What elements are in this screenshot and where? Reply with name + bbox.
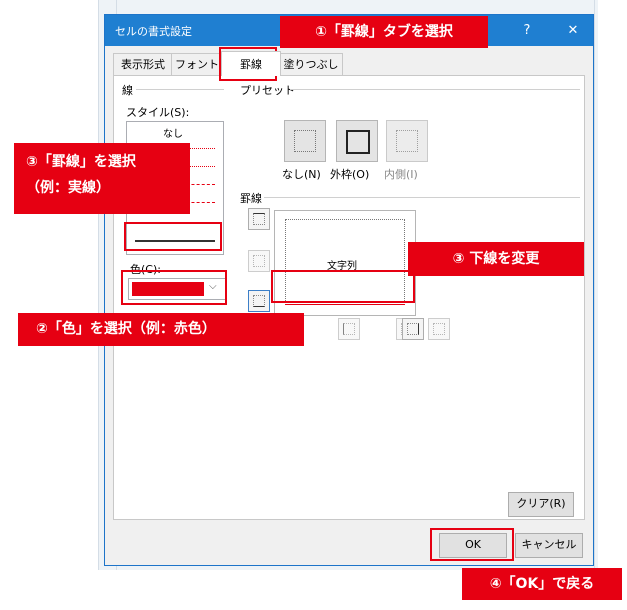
preset-none-label: なし(N) <box>282 168 321 181</box>
preview-text: 文字列 <box>327 261 357 272</box>
border-left-button[interactable] <box>338 318 360 340</box>
chevron-down-icon: ⌵ <box>209 281 217 292</box>
clear-button[interactable]: クリア(R) <box>508 492 574 517</box>
tab-number-format[interactable]: 表示形式 <box>113 53 173 76</box>
color-label: 色(C): <box>130 263 161 276</box>
preset-inside-label: 内側(I) <box>384 168 418 181</box>
preset-inside-icon <box>396 130 418 152</box>
tab-font[interactable]: フォント <box>171 53 223 76</box>
border-bottom-button[interactable] <box>248 290 270 312</box>
line-style-none[interactable]: なし <box>163 129 183 140</box>
callout-step3b: ③ 下線を変更 <box>408 242 584 276</box>
preset-outline-button[interactable] <box>336 120 378 162</box>
preset-outline-icon <box>346 130 370 154</box>
callout-step3a: ③「罫線」を選択 （例：実線） <box>14 143 190 214</box>
tab-fill[interactable]: 塗りつぶし <box>279 53 343 76</box>
ok-button[interactable]: OK <box>439 533 507 558</box>
close-button[interactable]: ✕ <box>567 23 579 38</box>
highlight-ok-button <box>430 528 514 561</box>
callout-step3a-line2: （例：実線） <box>26 180 110 196</box>
callout-step1: ①「罫線」タブを選択 <box>280 16 488 48</box>
style-label: スタイル(S): <box>126 106 190 119</box>
preview-bottom-border-red <box>285 304 405 305</box>
preset-none-button[interactable] <box>284 120 326 162</box>
preset-inside-button[interactable] <box>386 120 428 162</box>
border-middle-horizontal-button[interactable] <box>248 250 270 272</box>
highlight-bottom-border <box>271 270 415 303</box>
border-preview[interactable]: 文字列 <box>274 210 416 316</box>
callout-step4: ④「OK」で戻る <box>462 568 622 600</box>
border-right-button[interactable] <box>402 318 424 340</box>
selected-color-swatch <box>132 282 204 296</box>
line-group-label: 線 <box>122 84 133 97</box>
border-diagonal-down-button[interactable] <box>428 318 450 340</box>
format-cells-dialog: セルの書式設定 ? ✕ 表示形式 フォント 罫線 塗りつぶし 線 スタイル(S)… <box>104 14 594 566</box>
help-button[interactable]: ? <box>523 23 531 38</box>
highlight-solid-line <box>124 222 222 251</box>
line-style-option-solid-selected[interactable] <box>135 240 215 242</box>
dialog-title: セルの書式設定 <box>115 25 192 38</box>
border-tab-panel: 線 スタイル(S): なし 色(C): ⌵ プリセット なし(N) 外枠(O) … <box>113 75 585 520</box>
tab-border[interactable]: 罫線 <box>221 51 281 76</box>
preset-outline-label: 外枠(O) <box>330 168 370 181</box>
preset-group-label: プリセット <box>240 84 295 97</box>
callout-step3a-line1: ③「罫線」を選択 <box>26 154 136 170</box>
color-picker[interactable]: ⌵ <box>128 278 226 300</box>
border-top-button[interactable] <box>248 208 270 230</box>
border-group-label: 罫線 <box>240 192 262 205</box>
callout-step2: ②「色」を選択（例：赤色） <box>18 313 304 346</box>
preset-none-icon <box>294 130 316 152</box>
cancel-button[interactable]: キャンセル <box>515 533 583 558</box>
highlight-color-picker <box>121 270 227 305</box>
